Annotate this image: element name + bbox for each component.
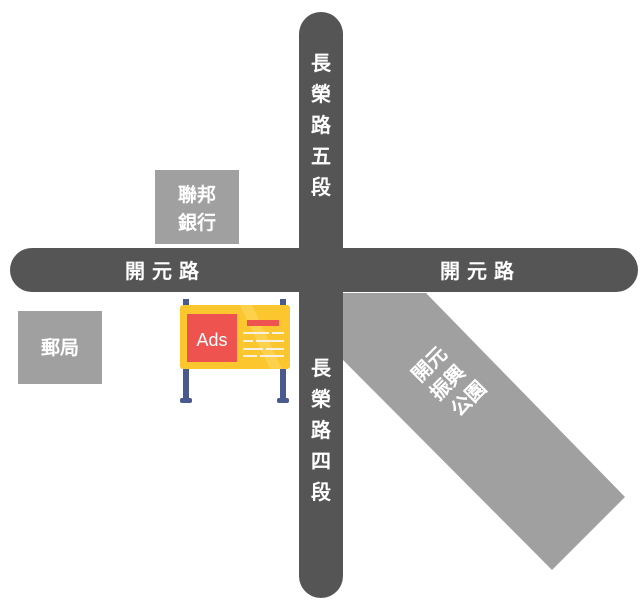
road-label-char: 榮 [311, 387, 331, 411]
billboard-text: Ads [196, 330, 227, 350]
road-label-kaiyuan-east: 開 元 路 [440, 259, 515, 283]
post-office-building[interactable] [18, 311, 102, 384]
road-label-char: 路 [311, 418, 332, 442]
road-label-char: 路 [311, 113, 332, 137]
bank-label-line1: 聯邦 [178, 183, 216, 206]
road-label-kaiyuan-west: 開 元 路 [125, 259, 200, 283]
road-label-char: 五 [311, 144, 331, 168]
road-label-char: 段 [311, 480, 331, 504]
bank-building[interactable] [155, 170, 239, 244]
road-changrong[interactable] [299, 12, 343, 598]
road-label-char: 長 [311, 356, 332, 380]
road-label-char: 長 [311, 51, 332, 75]
post-office-label: 郵局 [41, 337, 79, 359]
road-label-changrong-south: 長 榮 路 四 段 [311, 356, 332, 504]
road-label-char: 段 [311, 175, 331, 199]
road-label-changrong-north: 長 榮 路 五 段 [311, 51, 332, 199]
park-area[interactable] [343, 293, 625, 570]
road-label-char: 榮 [311, 82, 331, 106]
svg-text:開元 振興 公園: 開元 振興 公園 [407, 337, 494, 424]
billboard-icon[interactable]: Ads [180, 299, 290, 403]
road-label-char: 四 [311, 449, 331, 473]
bank-label-line2: 銀行 [178, 211, 216, 234]
